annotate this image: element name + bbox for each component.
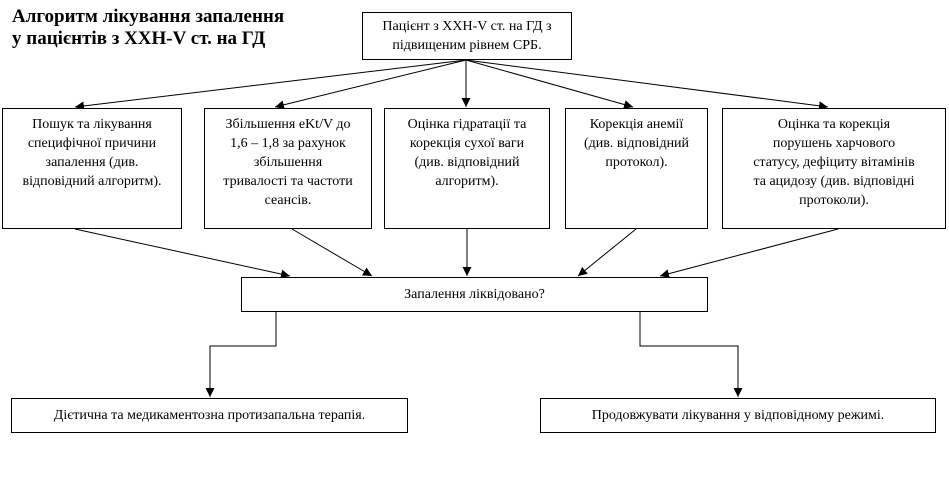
arrow-step-4-to-decision <box>577 228 637 277</box>
diagram-title: Алгоритм лікування запалення у пацієнтів… <box>12 6 284 50</box>
step-1-line-3: запалення (див. <box>45 155 139 170</box>
arrow-start-to-step-2 <box>274 59 467 110</box>
step-3-line-3: (див. відповідний <box>414 155 520 170</box>
step-4-line-3: протокол). <box>605 155 668 170</box>
arrow-step-2-to-decision <box>291 228 373 277</box>
step-2-line-4: тривалості та частоти <box>223 174 353 189</box>
decision-box: Запалення ліквідовано? <box>241 277 708 312</box>
step-3-line-2: корекція сухої ваги <box>409 136 525 151</box>
arrow-decision-to-left-outcome <box>205 312 277 397</box>
arrow-decision-to-right-outcome <box>639 312 743 397</box>
step-4-line-2: (див. відповідний <box>583 136 690 151</box>
step-box-5: Оцінка та корекція порушень харчового ст… <box>722 108 946 229</box>
step-box-2: Збільшення eKt/V до 1,6 – 1,8 за рахунок… <box>204 108 372 229</box>
step-5-line-1: Оцінка та корекція <box>777 117 891 132</box>
decision-label: Запалення ліквідовано? <box>404 287 545 302</box>
step-5-line-2: порушень харчового <box>772 136 896 151</box>
step-2-line-2: 1,6 – 1,8 за рахунок <box>230 136 346 151</box>
diagram-title-line-2: у пацієнтів з ХХН-V ст. на ГД <box>12 28 266 49</box>
arrow-start-to-step-5 <box>465 59 829 111</box>
step-box-4: Корекція анемії (див. відповідний проток… <box>565 108 708 229</box>
arrow-step-1-to-decision <box>74 228 291 279</box>
step-3-line-1: Оцінка гідратації та <box>407 117 527 132</box>
start-box-line-2: підвищеним рівнем СРБ. <box>392 38 542 53</box>
step-box-3: Оцінка гідратації та корекція сухої ваги… <box>384 108 550 229</box>
outcome-right-label: Продовжувати лікування у відповідному ре… <box>591 408 885 423</box>
step-4-line-1: Корекція анемії <box>589 117 684 132</box>
step-1-line-2: специфічної причини <box>27 136 157 151</box>
step-2-line-5: сеансів. <box>264 193 312 208</box>
start-box: Пацієнт з ХХН-V ст. на ГД з підвищеним р… <box>362 12 572 60</box>
diagram-title-line-1: Алгоритм лікування запалення <box>12 6 285 27</box>
arrow-start-to-step-1 <box>74 59 467 111</box>
outcome-left-label: Дієтична та медикаментозна протизапальна… <box>53 408 366 423</box>
step-1-line-1: Пошук та лікування <box>32 117 152 132</box>
step-2-line-1: Збільшення eKt/V до <box>225 117 351 132</box>
outcome-right-box: Продовжувати лікування у відповідному ре… <box>540 398 936 433</box>
step-1-line-4: відповідний алгоритм). <box>22 174 162 189</box>
arrow-start-to-step-4 <box>465 59 634 109</box>
start-box-line-1: Пацієнт з ХХН-V ст. на ГД з <box>382 19 552 34</box>
outcome-left-box: Дієтична та медикаментозна протизапальна… <box>11 398 408 433</box>
step-box-1: Пошук та лікування специфічної причини з… <box>2 108 182 229</box>
step-5-line-3: статусу, дефіциту вітамінів <box>753 155 915 170</box>
arrow-step-5-to-decision <box>659 228 839 279</box>
step-5-line-4: та ацидозу (див. відповідні <box>753 174 915 189</box>
step-3-line-4: алгоритм). <box>435 174 499 189</box>
step-5-line-5: протоколи). <box>799 193 869 208</box>
step-2-line-3: збільшення <box>253 155 323 170</box>
